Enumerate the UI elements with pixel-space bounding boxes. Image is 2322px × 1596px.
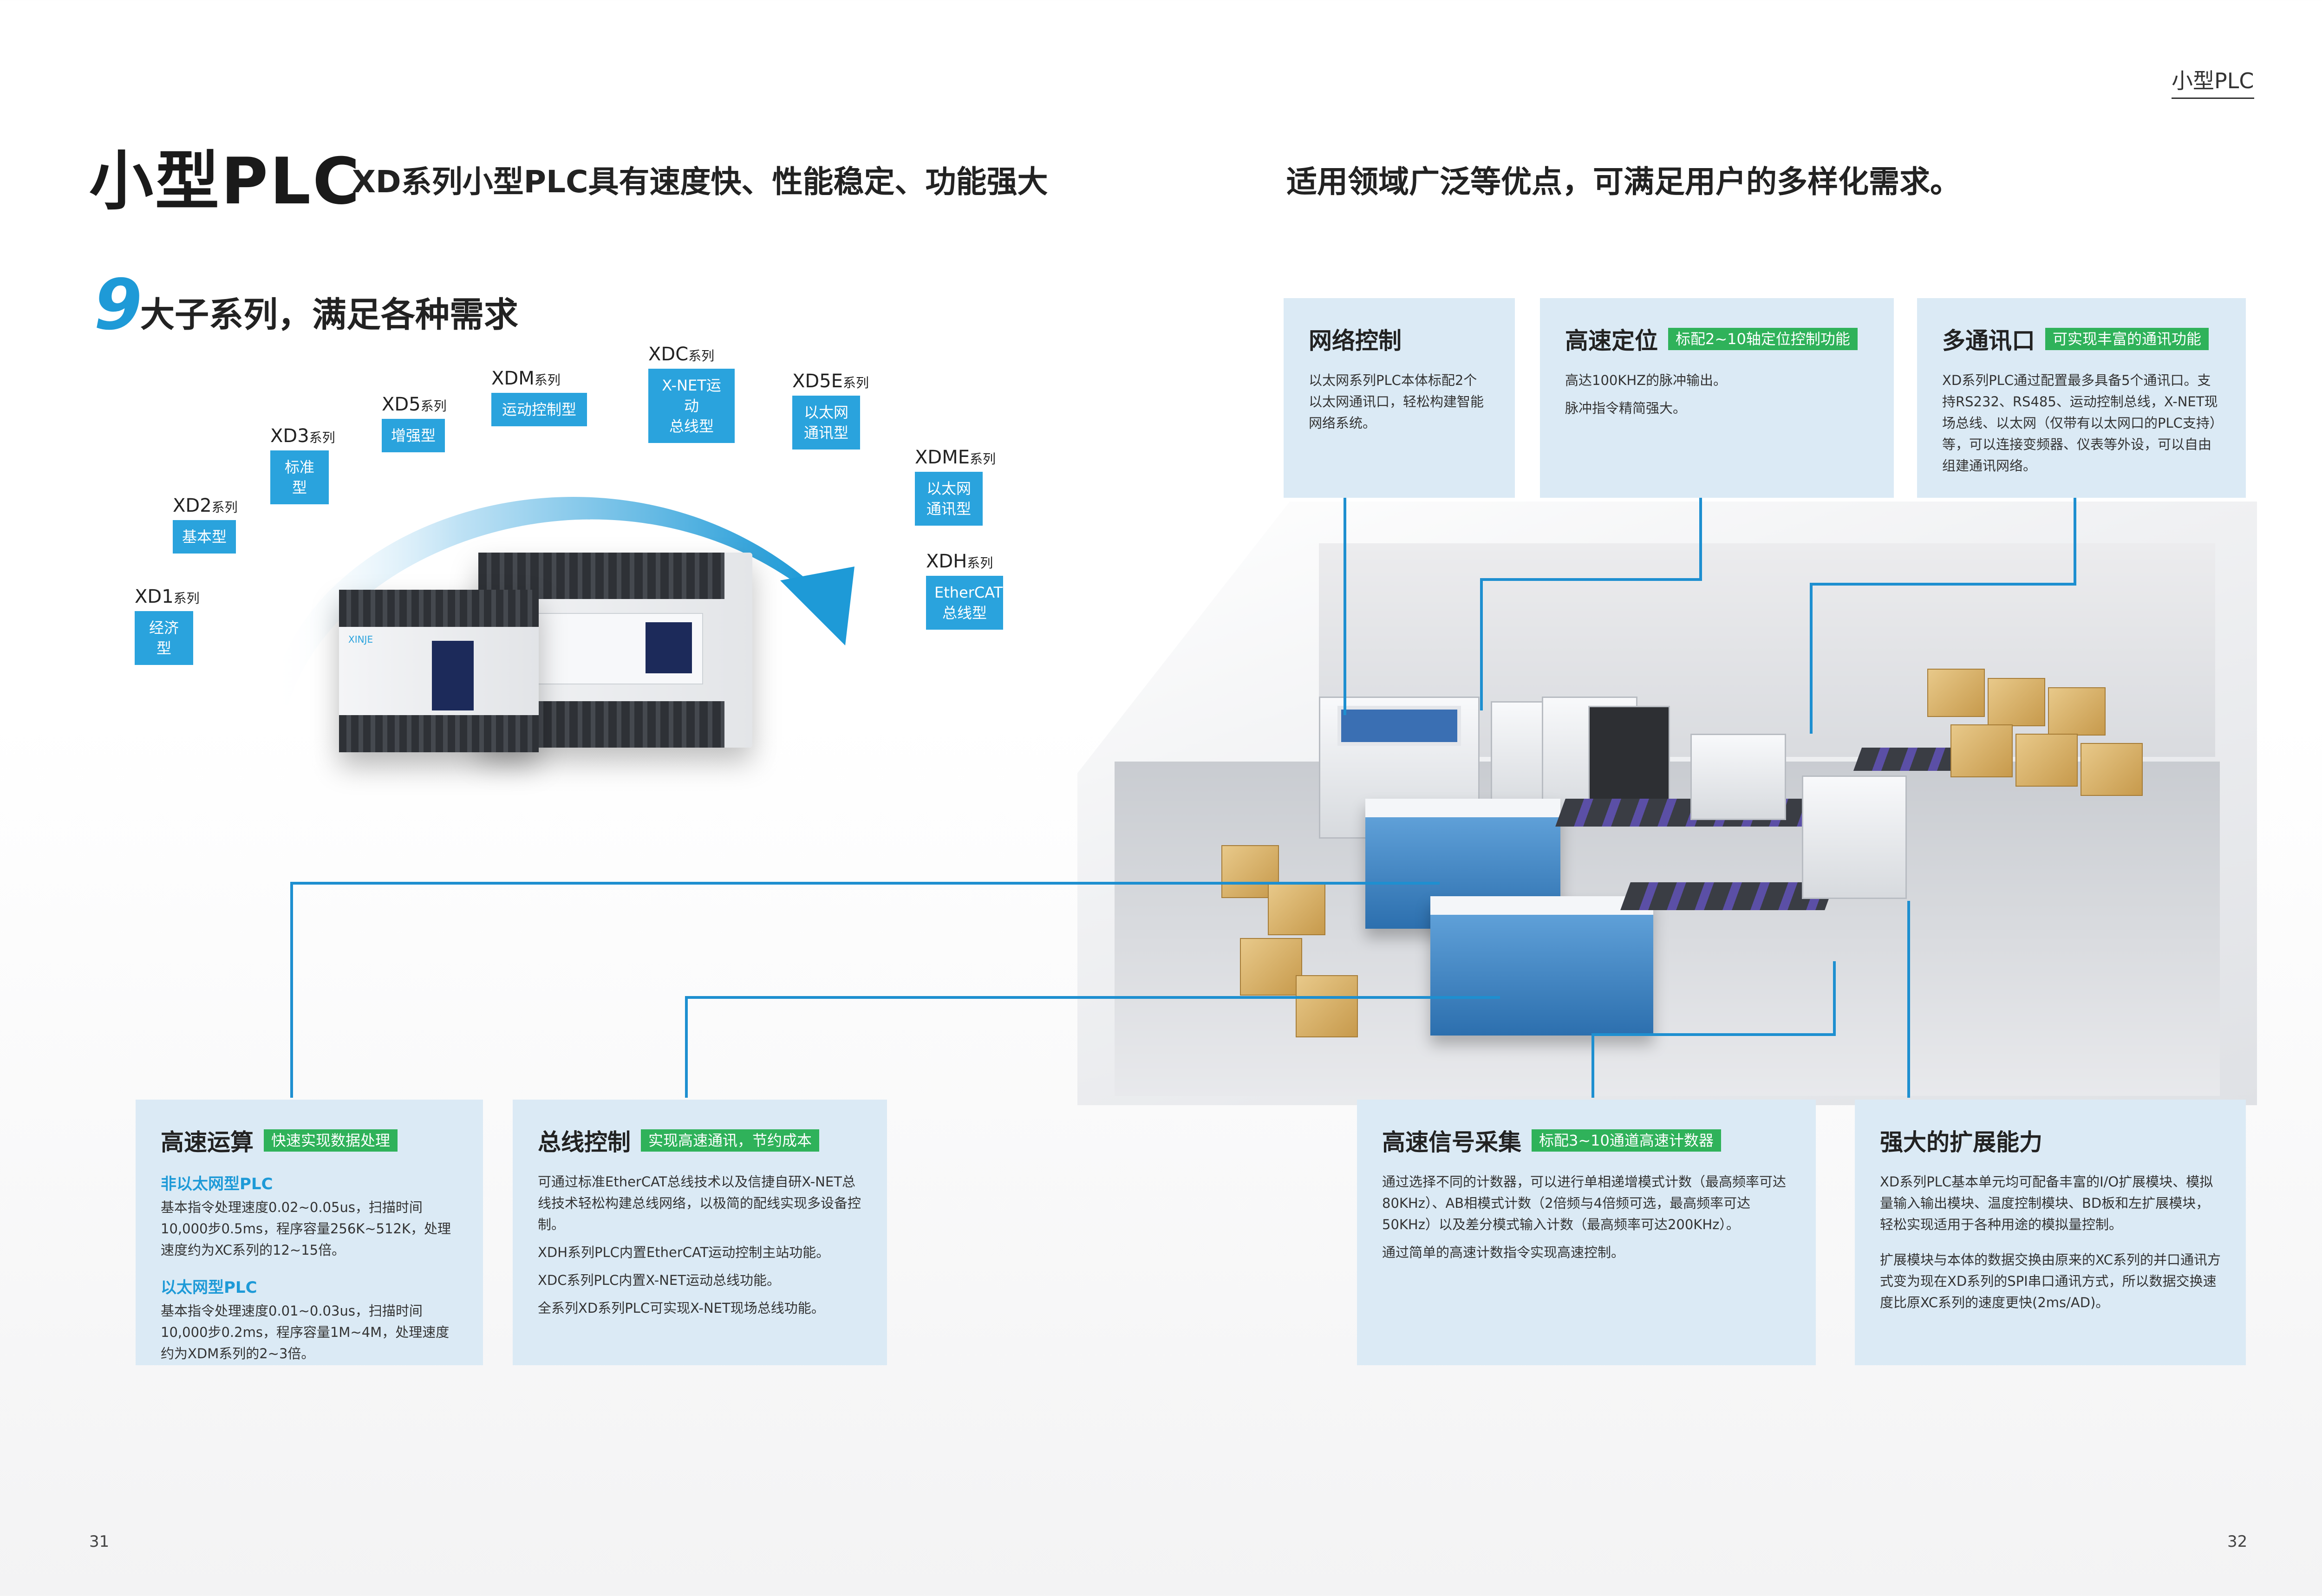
feature-tag: 实现高速通讯，节约成本 — [641, 1129, 820, 1152]
factory-scene-illustration — [1077, 502, 2257, 1105]
feature-tag: 可实现丰富的通讯功能 — [2045, 328, 2209, 350]
feature-bus-control: 总线控制实现高速通讯，节约成本 可通过标准EtherCAT总线技术以及信捷自研X… — [513, 1100, 887, 1365]
series-heading: 大子系列，满足各种需求 — [140, 295, 518, 335]
feature-title: 高速运算 — [161, 1129, 254, 1156]
lead-text-part1: XD系列小型PLC具有速度快、性能稳定、功能强大 — [352, 164, 1048, 200]
feature-high-speed-signal-capture: 高速信号采集标配3~10通道高速计数器 通过选择不同的计数器，可以进行单相递增模… — [1357, 1100, 1816, 1365]
feature-text: 以太网系列PLC本体标配2个以太网通讯口，轻松构建智能网络系统。 — [1309, 372, 1484, 431]
plc-brand-label: XINJE — [348, 634, 373, 645]
series-item-xd3: XD3系列 标准型 — [270, 425, 335, 504]
series-item-xd5e: XD5E系列 以太网通讯型 — [792, 371, 869, 449]
series-item-xd2: XD2系列 基本型 — [173, 495, 238, 554]
feature-text: 全系列XD系列PLC可实现X-NET现场总线功能。 — [538, 1300, 825, 1316]
feature-title: 强大的扩展能力 — [1880, 1129, 2042, 1156]
feature-subhead: 以太网型PLC — [161, 1278, 257, 1297]
feature-title: 多通讯口 — [1942, 327, 2035, 354]
feature-title: 网络控制 — [1309, 327, 1402, 354]
feature-multi-comm-ports: 多通讯口可实现丰富的通讯功能 XD系列PLC通过配置最多具备5个通讯口。支持RS… — [1917, 298, 2246, 498]
feature-tag: 标配2~10轴定位控制功能 — [1668, 328, 1858, 350]
page-number-right: 32 — [2227, 1532, 2248, 1551]
feature-title: 高速定位 — [1565, 327, 1658, 354]
feature-tag: 标配3~10通道高速计数器 — [1532, 1129, 1721, 1152]
feature-subhead: 非以太网型PLC — [161, 1175, 273, 1193]
series-arc-arrow-icon — [269, 496, 854, 706]
series-item-xd1: XD1系列 经济型 — [135, 586, 200, 665]
feature-title: 总线控制 — [538, 1129, 631, 1156]
series-count-number: 9 — [94, 265, 143, 345]
feature-tag: 快速实现数据处理 — [264, 1129, 398, 1152]
feature-expansion-capability: 强大的扩展能力 XD系列PLC基本单元均可配备丰富的I/O扩展模块、模拟量输入输… — [1855, 1100, 2246, 1365]
series-item-xdm: XDM系列 运动控制型 — [491, 368, 587, 426]
feature-text: 通过简单的高速计数指令实现高速控制。 — [1382, 1244, 1625, 1260]
series-item-xd5: XD5系列 增强型 — [382, 394, 447, 452]
lead-text-part2: 适用领域广泛等优点，可满足用户的多样化需求。 — [1286, 164, 1961, 200]
plc-small-unit-image: XINJE — [339, 590, 539, 752]
feature-text: XD系列PLC基本单元均可配备丰富的I/O扩展模块、模拟量输入输出模块、温度控制… — [1880, 1174, 2213, 1232]
feature-high-speed-positioning: 高速定位标配2~10轴定位控制功能 高达100KHZ的脉冲输出。 脉冲指令精简强… — [1540, 298, 1894, 498]
feature-text: 高达100KHZ的脉冲输出。 — [1565, 372, 1727, 388]
series-item-xdc: XDC系列 X-NET运动总线型 — [648, 344, 735, 443]
feature-title: 高速信号采集 — [1382, 1129, 1521, 1156]
feature-text: 通过选择不同的计数器，可以进行单相递增模式计数（最高频率可达80KHz）、AB相… — [1382, 1174, 1787, 1232]
cnc-machine-2 — [1430, 896, 1653, 1036]
feature-text: XD系列PLC通过配置最多具备5个通讯口。支持RS232、RS485、运动控制总… — [1942, 372, 2218, 474]
page-number-left: 31 — [89, 1532, 110, 1551]
section-tag: 小型PLC — [2172, 64, 2254, 99]
feature-text: XDH系列PLC内置EtherCAT运动控制主站功能。 — [538, 1244, 830, 1260]
feature-text: 可通过标准EtherCAT总线技术以及信捷自研X-NET总线技术轻松构建总线网络… — [538, 1174, 861, 1232]
feature-network-control: 网络控制 以太网系列PLC本体标配2个以太网通讯口，轻松构建智能网络系统。 — [1284, 298, 1515, 498]
series-item-xdme: XDME系列 以太网通讯型 — [915, 447, 996, 526]
feature-text: 脉冲指令精简强大。 — [1565, 400, 1687, 416]
feature-text: 基本指令处理速度0.02~0.05us，扫描时间10,000步0.5ms，程序容… — [161, 1199, 451, 1258]
page-title: 小型PLC — [89, 144, 362, 219]
feature-text: 基本指令处理速度0.01~0.03us，扫描时间10,000步0.2ms，程序容… — [161, 1303, 450, 1361]
feature-text: XDC系列PLC内置X-NET运动总线功能。 — [538, 1272, 780, 1288]
feature-text: 扩展模块与本体的数据交换由原来的XC系列的并口通讯方式变为现在XD系列的SPI串… — [1880, 1252, 2221, 1310]
feature-high-speed-computing: 高速运算快速实现数据处理 非以太网型PLC 基本指令处理速度0.02~0.05u… — [136, 1100, 483, 1365]
